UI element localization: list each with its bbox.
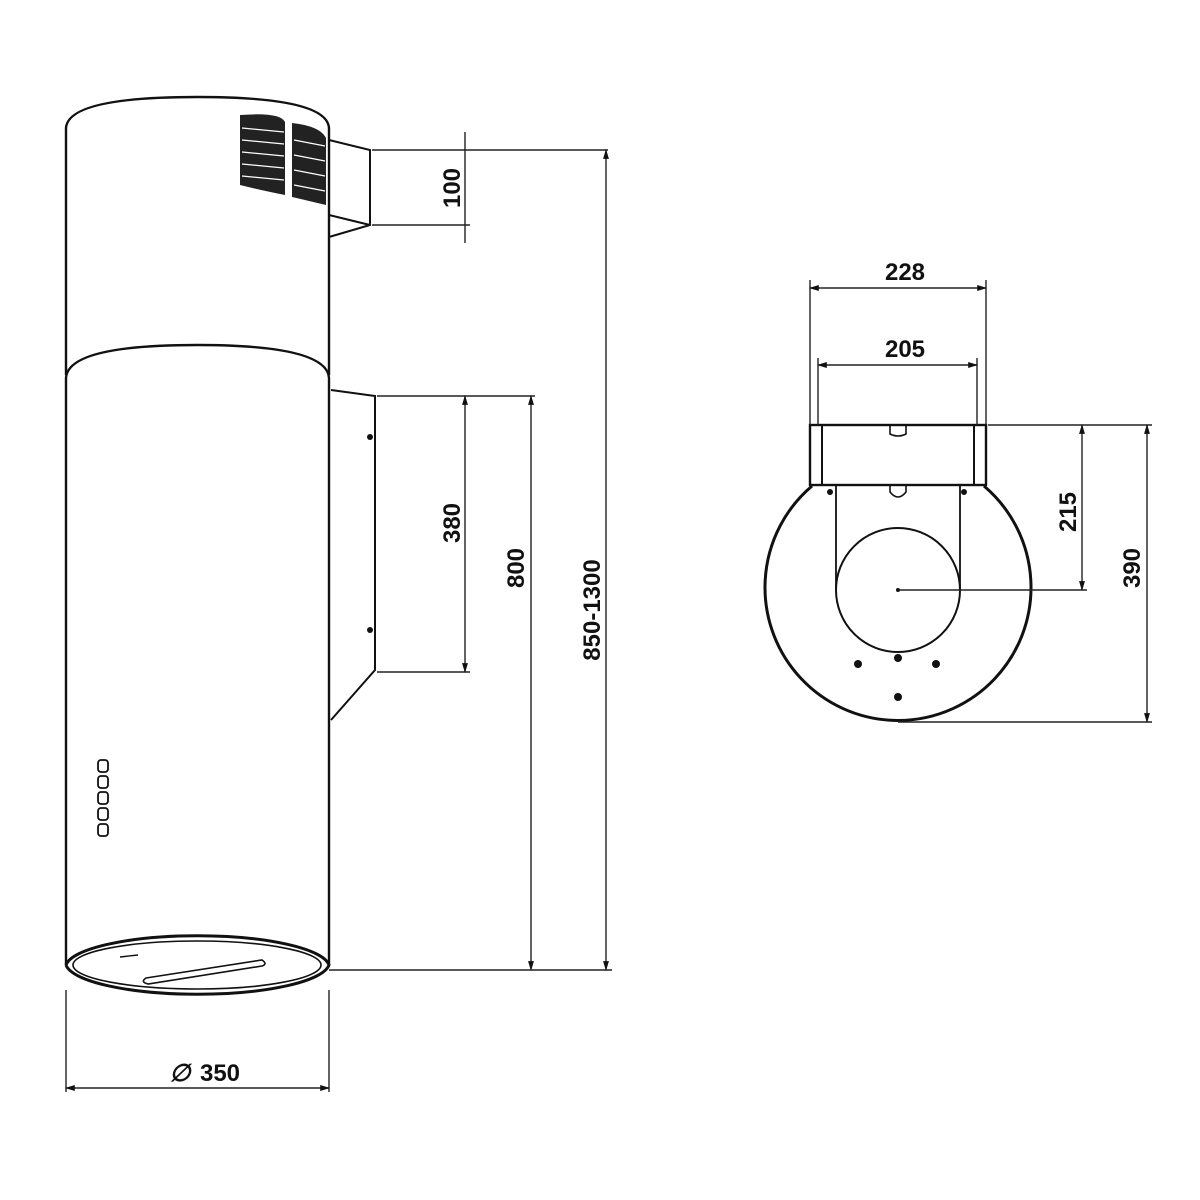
outer-body-circle [763, 484, 1033, 722]
side-view: 100 380 800 850-1300 ∅ 350 [64, 95, 612, 1092]
control-buttons [97, 759, 109, 837]
vent-grille [240, 114, 326, 205]
dimension-lines-side [65, 132, 612, 1092]
top-view: 228 205 215 390 [763, 259, 1152, 723]
bottom-filter [72, 940, 322, 990]
dim-depth: 390 [1119, 548, 1146, 588]
dim-outlet-height: 100 [439, 168, 466, 208]
dim-outer-width: 228 [885, 259, 925, 286]
dim-center-offset: 215 [1055, 492, 1082, 532]
dim-lower-chimney: 800 [503, 548, 530, 588]
dim-inner-width: 205 [885, 336, 925, 363]
diameter-symbol: ∅ [170, 1060, 193, 1087]
lower-chimney [64, 343, 376, 996]
dim-total-height: 850-1300 [579, 559, 606, 660]
top-outlet-duct [328, 139, 371, 238]
upper-chimney [64, 95, 371, 375]
led-dots [854, 654, 940, 701]
dim-diameter: 350 [200, 1060, 240, 1087]
wall-bracket [330, 389, 376, 721]
bottom-rim [64, 934, 331, 996]
mount-plate [808, 423, 988, 498]
light-strip [142, 959, 266, 985]
dimension-lines-top [809, 280, 1152, 723]
dim-bracket-height: 380 [439, 503, 466, 543]
